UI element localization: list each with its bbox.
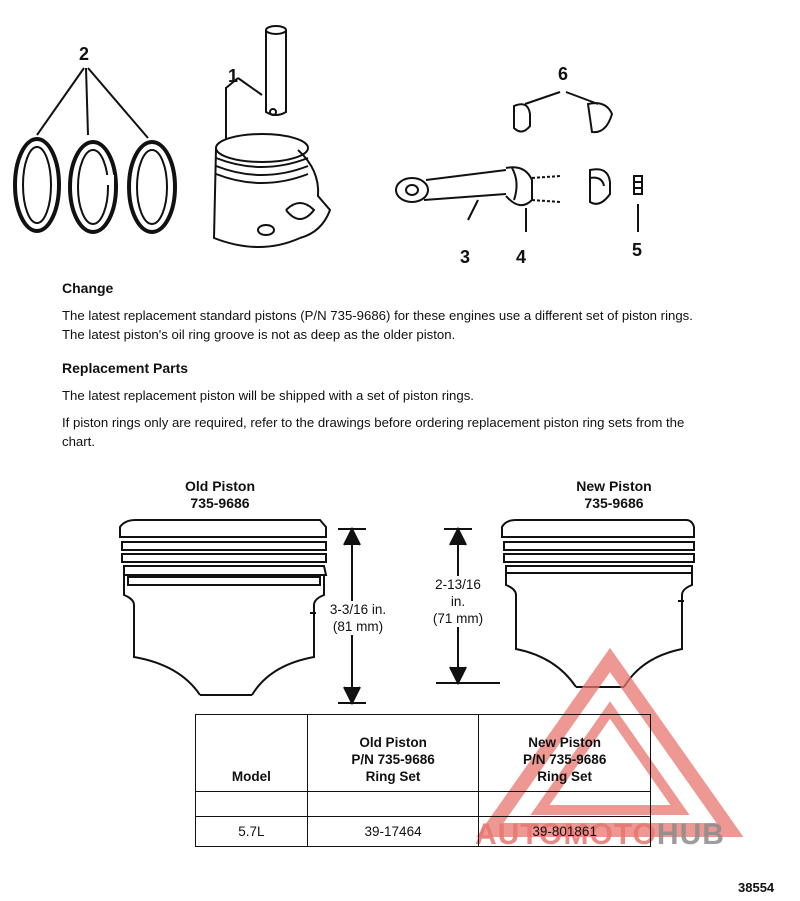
piston-icon <box>212 133 332 248</box>
parts-illustration <box>13 25 643 248</box>
leader-line <box>85 67 89 136</box>
callout-5: 5 <box>632 240 643 260</box>
replacement-heading: Replacement Parts <box>62 360 189 376</box>
table-spacer-row <box>195 791 651 817</box>
leader-line <box>87 67 149 139</box>
wrist-pin-icon <box>265 25 287 116</box>
new-piston-icon <box>501 519 695 688</box>
callout-1: 1 <box>228 66 239 86</box>
old-dim-mm: (81 mm) <box>332 619 384 634</box>
rod-nut-icon <box>633 175 643 195</box>
connecting-rod-icon <box>395 166 561 207</box>
rod-cap-icon <box>589 168 611 205</box>
old-dim-in: 3-3/16 in. <box>329 602 387 617</box>
replacement-para-1: The latest replacement piston will be sh… <box>62 388 474 403</box>
leader-line <box>225 77 239 140</box>
leader-line <box>565 91 599 105</box>
replacement-para-2-line-2: chart. <box>62 434 95 449</box>
old-piston-label: Old Piston 735-9686 <box>160 478 280 512</box>
change-heading: Change <box>62 280 114 296</box>
new-dim-fraction: 2-13/16 <box>435 577 481 592</box>
new-piston-pn: 735-9686 <box>584 495 644 511</box>
callout-6: 6 <box>558 64 569 84</box>
piston-ring-icon <box>127 140 177 234</box>
table-row: 5.7L 39-17464 39-801861 <box>195 816 651 847</box>
callout-2: 2 <box>79 44 90 64</box>
piston-ring-icon <box>13 137 61 233</box>
callout-4: 4 <box>516 247 527 267</box>
cell-old-ring-set: 39-17464 <box>306 816 480 847</box>
bearing-icon <box>586 102 614 134</box>
change-line-2: The latest piston's oil ring groove is n… <box>62 327 456 342</box>
header-model: Model <box>195 714 308 792</box>
piston-comparison-drawing <box>119 519 695 706</box>
change-line-1: The latest replacement standard pistons … <box>62 308 693 323</box>
new-piston-dimension: 2-13/16 in. (71 mm) <box>420 576 496 627</box>
old-piston-pn: 735-9686 <box>190 495 250 511</box>
new-dim-unit: in. <box>450 594 466 609</box>
new-dim-mm: (71 mm) <box>432 611 484 626</box>
old-piston-icon <box>119 519 328 696</box>
replacement-para-2-line-1: If piston rings only are required, refer… <box>62 415 685 430</box>
old-piston-dimension: 3-3/16 in. (81 mm) <box>320 601 396 635</box>
bearing-icon <box>513 103 531 133</box>
new-piston-name: New Piston <box>576 478 652 494</box>
callout-3: 3 <box>460 247 471 267</box>
piston-ring-icon <box>68 140 118 234</box>
leader-line <box>237 77 263 96</box>
new-piston-label: New Piston 735-9686 <box>554 478 674 512</box>
cell-model: 5.7L <box>195 816 308 847</box>
cell-new-ring-set: 39-801861 <box>478 816 651 847</box>
watermark-text-b: HUB <box>656 818 725 851</box>
old-piston-name: Old Piston <box>185 478 255 494</box>
figure-number: 38554 <box>738 880 775 895</box>
leader-line <box>467 199 479 221</box>
leader-line <box>36 67 85 136</box>
leader-line <box>524 91 561 105</box>
